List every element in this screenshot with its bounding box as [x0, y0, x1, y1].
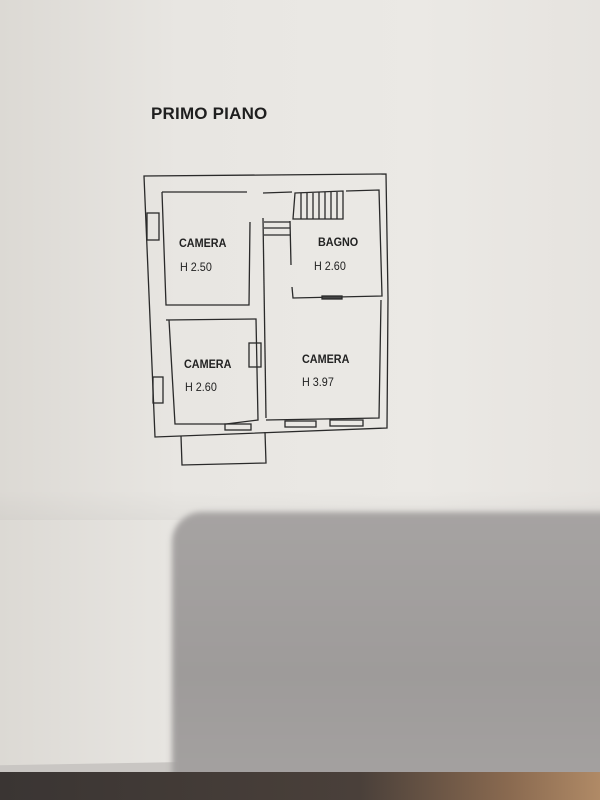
window	[329, 419, 364, 427]
room-height: H 2.60	[185, 380, 217, 394]
table-surface	[0, 772, 600, 800]
room-camera-1-walls	[161, 191, 293, 306]
stairs	[292, 190, 344, 220]
bagno-door	[321, 295, 343, 300]
window	[146, 212, 160, 241]
window	[224, 423, 252, 431]
window	[284, 420, 317, 428]
room-camera-3-walls	[165, 318, 259, 425]
floor-title: PRIMO PIANO	[151, 104, 268, 123]
window	[152, 376, 164, 404]
room-height: H 2.50	[180, 260, 212, 274]
stair-steps	[264, 192, 338, 236]
room-bagno-walls	[289, 189, 383, 299]
hand-shadow	[172, 512, 600, 782]
room-camera-4-walls	[265, 299, 382, 421]
room-height: H 2.60	[314, 259, 346, 273]
room-height: H 3.97	[302, 375, 334, 389]
corridor-wall	[262, 217, 267, 419]
room-label: CAMERA	[179, 236, 227, 250]
door	[248, 342, 262, 368]
room-label: CAMERA	[184, 357, 232, 371]
room-label: CAMERA	[302, 352, 350, 366]
room-label: BAGNO	[318, 235, 359, 249]
balcony	[180, 431, 267, 466]
